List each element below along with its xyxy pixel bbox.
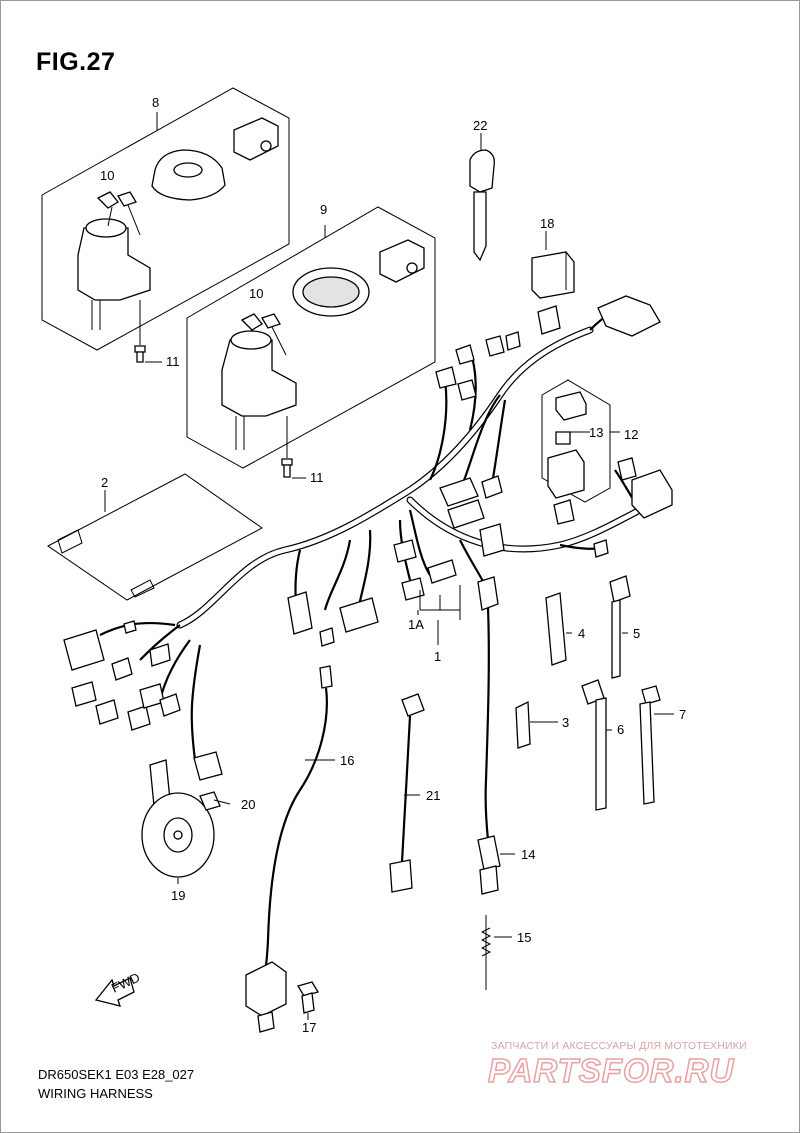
- relay-18: [531, 231, 575, 299]
- callout-10-lower: 10: [249, 286, 263, 301]
- callout-7: 7: [679, 707, 686, 722]
- key-22: [469, 133, 495, 262]
- watermark-tagline: ЗАПЧАСТИ И АКСЕССУАРЫ ДЛЯ МОТОТЕХНИКИ: [491, 1040, 747, 1052]
- bolt-20: [199, 791, 231, 811]
- fwd-arrow: FWD: [94, 970, 142, 1007]
- figure-caption: WIRING HARNESS: [38, 1086, 153, 1101]
- callout-11-upper: 11: [166, 354, 180, 369]
- figure-title: FIG.27: [36, 48, 116, 76]
- callout-14: 14: [521, 847, 535, 862]
- cable-tie-7: [639, 685, 674, 805]
- sensor-lead-21: [389, 693, 425, 893]
- fuse-box-12: [541, 379, 620, 503]
- callout-11-lower: 11: [310, 470, 324, 485]
- callout-5: 5: [633, 626, 640, 641]
- callout-18: 18: [540, 216, 554, 231]
- callout-13: 13: [589, 425, 603, 440]
- spring-15: [480, 915, 512, 990]
- harness-connectors: [63, 295, 673, 781]
- label-sheet-2: [47, 473, 263, 601]
- ignition-switch-set-9: [186, 206, 436, 478]
- cable-tie-6: [581, 679, 612, 811]
- callout-10-upper: 10: [100, 168, 114, 183]
- horn-19: [141, 759, 215, 884]
- sensor-14: [477, 607, 515, 895]
- callout-8: 8: [152, 95, 159, 110]
- callout-19: 19: [171, 888, 185, 903]
- callout-3: 3: [562, 715, 569, 730]
- callout-22: 22: [473, 118, 487, 133]
- callout-6: 6: [617, 722, 624, 737]
- callout-15: 15: [517, 930, 531, 945]
- callout-21: 21: [426, 788, 440, 803]
- callout-16: 16: [340, 753, 354, 768]
- callout-numbers: 8 10 11 9 10 11 2 22 18 13 12 1A 1 4 5 3…: [100, 95, 686, 1035]
- callout-4: 4: [578, 626, 585, 641]
- callout-20: 20: [241, 797, 255, 812]
- screw-17: [297, 981, 319, 1020]
- callout-1: 1: [434, 649, 441, 664]
- model-code: DR650SEK1 E03 E28_027: [38, 1067, 195, 1082]
- callout-2: 2: [101, 475, 108, 490]
- clamp-4: [545, 592, 572, 666]
- callout-9: 9: [320, 202, 327, 217]
- ignition-switch-set-8: [41, 87, 290, 363]
- callout-17: 17: [302, 1020, 316, 1035]
- callout-12: 12: [624, 427, 638, 442]
- callout-1a: 1A: [408, 617, 424, 632]
- main-wiring-harness: [99, 304, 644, 761]
- clamp-5: [609, 575, 631, 679]
- clamp-3: [515, 700, 558, 749]
- watermark-logo: PARTSFOR.RU: [487, 1051, 735, 1090]
- switch-lead-16: [245, 665, 335, 1033]
